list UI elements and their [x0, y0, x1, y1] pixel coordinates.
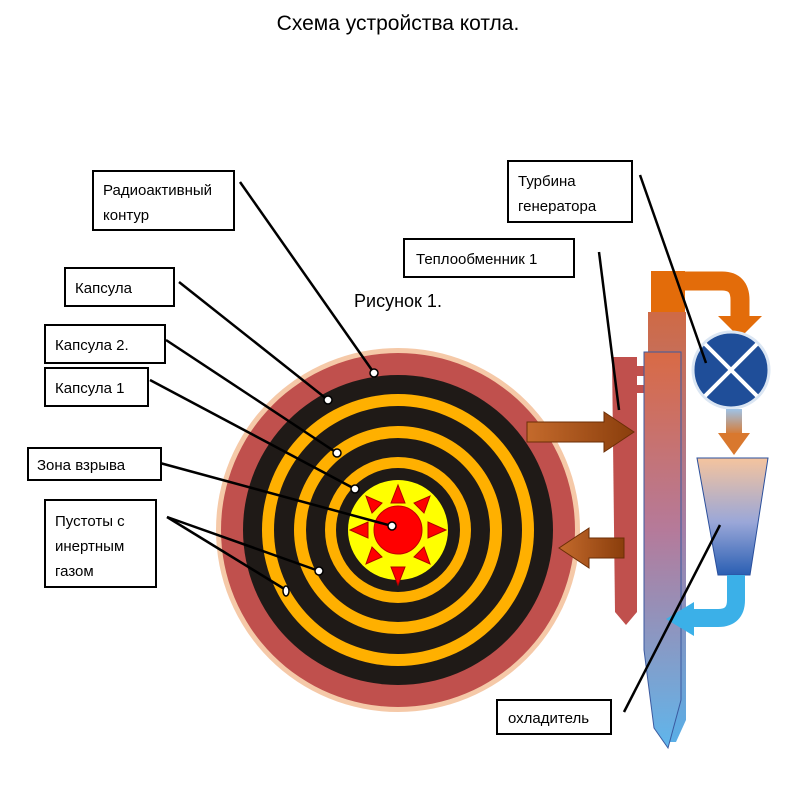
heat-out-arrow-icon	[526, 411, 635, 453]
pin-voids-a	[314, 566, 324, 576]
cold-return-arrowhead	[666, 602, 694, 636]
spike-nw	[365, 495, 383, 514]
blast-core	[373, 505, 423, 555]
spike-e	[427, 521, 448, 539]
leader-capsule-1	[149, 378, 356, 491]
leader-blast-zone	[159, 461, 393, 528]
leader-radioactive-contour	[238, 181, 376, 374]
hot-steam-arrowhead	[718, 316, 762, 338]
label-blast-zone: Зона взрыва	[27, 447, 162, 481]
turbine-cross-b	[703, 342, 759, 398]
heat-exchanger-tab-1	[624, 366, 650, 376]
label-capsule-1-text: Капсула 1	[55, 380, 124, 397]
pin-capsule-2	[332, 448, 342, 458]
turbine-loop	[666, 271, 771, 636]
label-voids-line-1: Пустоты с	[55, 513, 125, 530]
leader-capsule-2	[165, 338, 338, 455]
spike-n	[390, 483, 406, 504]
separator	[696, 457, 769, 576]
label-radioactive-contour: Радиоактивный контур	[92, 170, 235, 231]
label-turbine: Турбина генератора	[507, 160, 633, 223]
leader-voids-b	[166, 515, 287, 592]
core-spikes	[348, 483, 448, 587]
turbine-nozzle	[726, 409, 742, 435]
heat-exchanger	[612, 271, 686, 750]
label-voids: Пустоты с инертным газом	[44, 499, 157, 588]
diagram-title: Схема устройства котла.	[277, 12, 520, 35]
leader-heat-exchanger	[597, 251, 621, 411]
spike-se	[413, 546, 431, 565]
label-heat-exchanger-text: Теплообменник 1	[416, 251, 537, 268]
main-pipe	[643, 351, 682, 750]
spike-w	[348, 521, 369, 539]
label-radioactive-contour-line-1: Радиоактивный	[103, 182, 212, 199]
pin-radioactive-contour	[369, 368, 379, 378]
heat-exchanger-tab-2	[624, 385, 650, 393]
label-turbine-line-1: Турбина	[518, 173, 576, 190]
pin-blast-zone	[387, 521, 397, 531]
spike-sw	[365, 546, 383, 565]
label-radioactive-contour-line-2: контур	[103, 207, 149, 224]
pin-capsule-1	[350, 484, 360, 494]
leader-coolant	[622, 524, 722, 713]
label-capsule: Капсула	[64, 267, 175, 307]
leader-capsule	[178, 281, 329, 401]
label-capsule-2-text: Капсула 2.	[55, 337, 129, 354]
boiler-core	[216, 348, 580, 712]
pin-capsule	[323, 395, 333, 405]
heat-return-arrow-icon	[558, 527, 625, 569]
cold-return-pipe	[690, 575, 745, 627]
label-coolant-text: охладитель	[508, 710, 589, 727]
label-turbine-line-2: генератора	[518, 198, 597, 215]
pin-markers	[282, 368, 397, 597]
spike-ne	[413, 495, 431, 514]
hot-steam-pipe	[684, 271, 750, 318]
heat-flow-arrows	[526, 411, 635, 569]
label-capsule-1: Капсула 1	[44, 367, 149, 407]
label-voids-line-2: инертным	[55, 538, 124, 555]
label-capsule-text: Капсула	[75, 280, 133, 297]
label-coolant: охладитель	[496, 699, 612, 735]
label-capsule-2: Капсула 2.	[44, 324, 166, 364]
pin-voids-b	[282, 585, 290, 597]
leader-turbine	[638, 174, 708, 364]
spike-s	[390, 566, 406, 587]
leader-voids-a	[166, 515, 320, 573]
label-blast-zone-text: Зона взрыва	[37, 457, 126, 474]
leader-lines	[149, 174, 722, 713]
label-voids-line-3: газом	[55, 563, 94, 580]
heat-exchanger-panel	[612, 357, 637, 625]
label-heat-exchanger: Теплообменник 1	[403, 238, 575, 278]
turbine-nozzle-arrowhead	[718, 433, 750, 455]
figure-caption: Рисунок 1.	[354, 291, 442, 311]
